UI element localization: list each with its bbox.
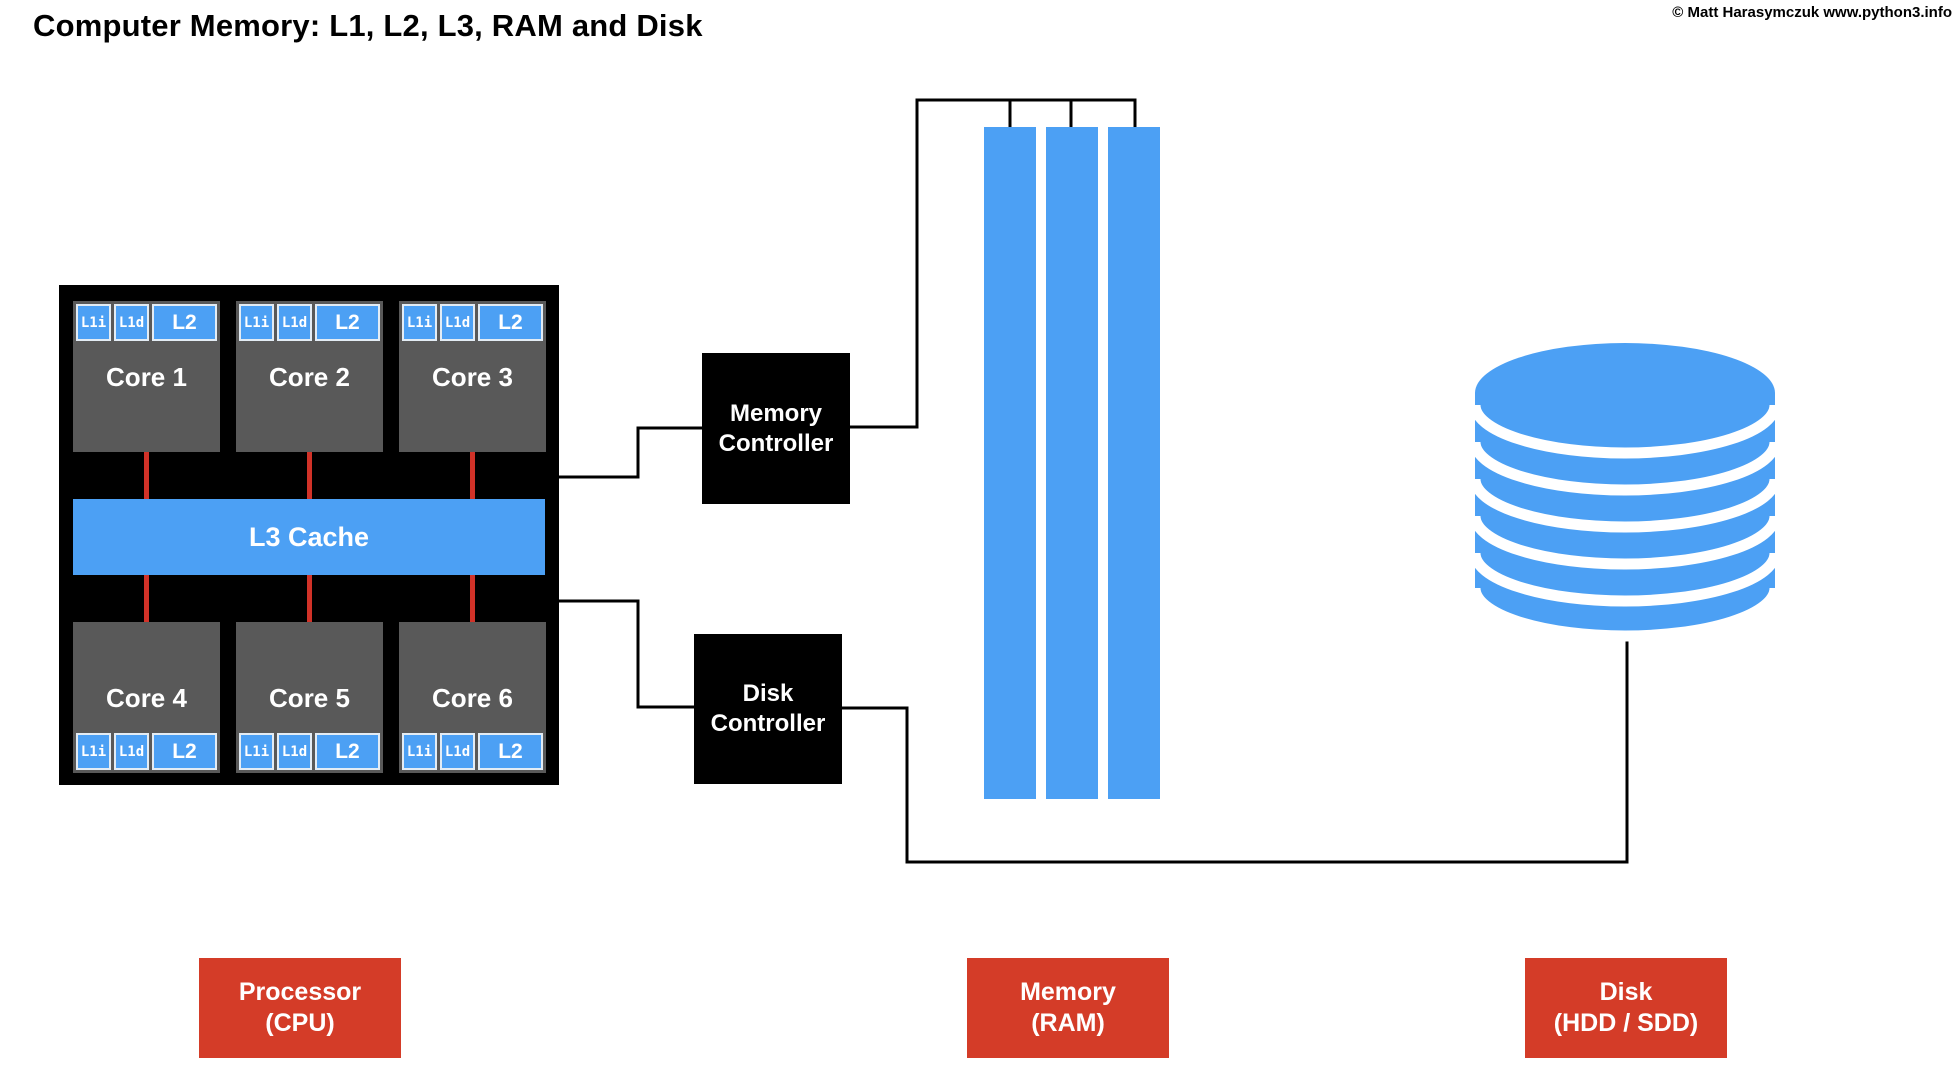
core6-l3-link-line [470, 575, 475, 622]
legend-processor-line2: (CPU) [265, 1009, 335, 1037]
cache-row: L1i L1d L2 [76, 733, 217, 770]
legend-disk: Disk (HDD / SDD) [1525, 958, 1727, 1058]
cache-row: L1i L1d L2 [402, 304, 543, 341]
l2-cache-chip: L2 [478, 733, 543, 770]
l1i-cache-chip: L1i [402, 304, 437, 341]
disk-platter-separators [1475, 404, 1775, 642]
ram-stick-2 [1046, 127, 1098, 799]
core-4-block: Core 4 L1i L1d L2 [73, 622, 220, 773]
core3-l3-link-line [470, 452, 475, 499]
cpu-to-disk-controller-wire [559, 599, 694, 709]
l2-cache-chip: L2 [152, 733, 217, 770]
l2-cache-chip: L2 [315, 304, 380, 341]
disk-controller-label-line1: Disk [742, 680, 794, 707]
disk-controller-box: Disk Controller [694, 634, 842, 784]
core-1-block: L1i L1d L2 Core 1 [73, 301, 220, 452]
l1i-cache-chip: L1i [76, 304, 111, 341]
disk-icon [1475, 343, 1775, 642]
cpu-block: L1i L1d L2 Core 1 L1i L1d L2 Core 2 L1i … [59, 285, 559, 785]
core-5-block: Core 5 L1i L1d L2 [236, 622, 383, 773]
cache-row: L1i L1d L2 [402, 733, 543, 770]
l1d-cache-chip: L1d [440, 733, 475, 770]
core-2-block: L1i L1d L2 Core 2 [236, 301, 383, 452]
core-3-block: L1i L1d L2 Core 3 [399, 301, 546, 452]
l2-cache-chip: L2 [152, 304, 217, 341]
core2-l3-link-line [307, 452, 312, 499]
memory-controller-label-line1: Memory [729, 399, 823, 427]
legend-disk-line2: (HDD / SDD) [1553, 1009, 1699, 1037]
core-5-label: Core 5 [269, 683, 350, 713]
l2-cache-chip: L2 [478, 304, 543, 341]
ram-stick-3 [1108, 127, 1160, 799]
ram-stick-1 [984, 127, 1036, 799]
core-6-label: Core 6 [432, 683, 513, 713]
core-1-label: Core 1 [106, 362, 187, 392]
memory-controller-label-line2: Controller [718, 429, 834, 457]
l1i-cache-chip: L1i [76, 733, 111, 770]
core-2-label: Core 2 [269, 362, 350, 392]
l1i-cache-chip: L1i [239, 733, 274, 770]
legend-processor: Processor (CPU) [199, 958, 401, 1058]
core1-l3-link-line [144, 452, 149, 499]
copyright-text: © Matt Harasymczuk www.python3.info [1672, 4, 1952, 21]
legend-memory-line2: (RAM) [1031, 1009, 1105, 1037]
cpu-to-memory-controller-wire [559, 426, 702, 479]
l1d-cache-chip: L1d [277, 304, 312, 341]
legend-disk-line1: Disk [1599, 978, 1653, 1006]
memory-controller-box: Memory Controller [702, 353, 850, 504]
l1d-cache-chip: L1d [277, 733, 312, 770]
l1d-cache-chip: L1d [114, 304, 149, 341]
cache-row: L1i L1d L2 [239, 304, 380, 341]
l1d-cache-chip: L1d [114, 733, 149, 770]
legend-memory-line1: Memory [1020, 978, 1116, 1006]
cache-row: L1i L1d L2 [76, 304, 217, 341]
disk-controller-label-line2: Controller [710, 710, 826, 737]
l2-cache-chip: L2 [315, 733, 380, 770]
l1d-cache-chip: L1d [440, 304, 475, 341]
cache-row: L1i L1d L2 [239, 733, 380, 770]
core-6-block: Core 6 L1i L1d L2 [399, 622, 546, 773]
l3-cache-bar: L3 Cache [73, 499, 545, 575]
l1i-cache-chip: L1i [239, 304, 274, 341]
l1i-cache-chip: L1i [402, 733, 437, 770]
page-title: Computer Memory: L1, L2, L3, RAM and Dis… [33, 8, 703, 43]
core5-l3-link-line [307, 575, 312, 622]
legend-memory: Memory (RAM) [967, 958, 1169, 1058]
legend-processor-line1: Processor [238, 978, 362, 1006]
core-4-label: Core 4 [106, 683, 187, 713]
core4-l3-link-line [144, 575, 149, 622]
core-3-label: Core 3 [432, 362, 513, 392]
disk-controller-to-disk-wire [842, 640, 1629, 864]
